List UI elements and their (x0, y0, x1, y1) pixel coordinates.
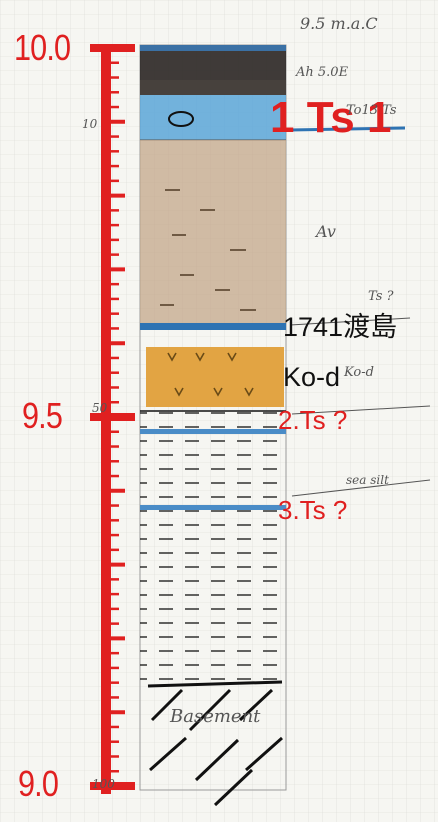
handwriting-sea-silt: sea silt (346, 473, 389, 487)
basement-contact (147, 680, 283, 688)
basement-hatching (149, 688, 283, 807)
brown-soil-dashes (160, 189, 256, 311)
layer-1741-tsunami-line (140, 323, 286, 330)
layer-silt (140, 407, 286, 684)
handwriting-ko: Ko-d (344, 365, 374, 380)
layer-brown-soil (140, 140, 286, 323)
handwriting-left-10: 10 (82, 117, 98, 131)
annotation-ko-d: Ko-d (283, 362, 341, 392)
handwriting-left-100: 100 (92, 777, 115, 791)
depth-scale (90, 44, 135, 794)
layer-tephra-ko-d (146, 347, 284, 407)
annotation-ts1: 1 Ts 1 (270, 93, 392, 142)
annotation-ts2: 2.Ts ? (278, 405, 348, 435)
axis-label-10: 10.0 (14, 27, 71, 68)
annotation-1741: 1741渡島 (283, 312, 398, 342)
handwriting-ah: Ah 5.0E (296, 65, 349, 80)
tephra-v-marks (167, 352, 254, 397)
handwriting-av: Av (316, 222, 336, 241)
handwriting-basement: Basement (170, 706, 261, 727)
blue-lens-2 (140, 429, 286, 434)
blue-lens-3 (140, 505, 286, 510)
layer-tsunami-sand-1 (140, 95, 286, 140)
handwriting-top: 9.5 m.a.C (300, 14, 378, 33)
handwriting-ts-small: Ts ? (368, 289, 394, 304)
handwriting-left-50: 50 (92, 401, 108, 415)
annotation-ts3: 3.Ts ? (278, 495, 348, 525)
axis-label-9: 9.0 (18, 763, 59, 804)
axis-label-9-5: 9.5 (22, 395, 63, 436)
pebble-sketch (168, 111, 194, 127)
handwriting-to13ts: To13 Ts (346, 103, 397, 118)
